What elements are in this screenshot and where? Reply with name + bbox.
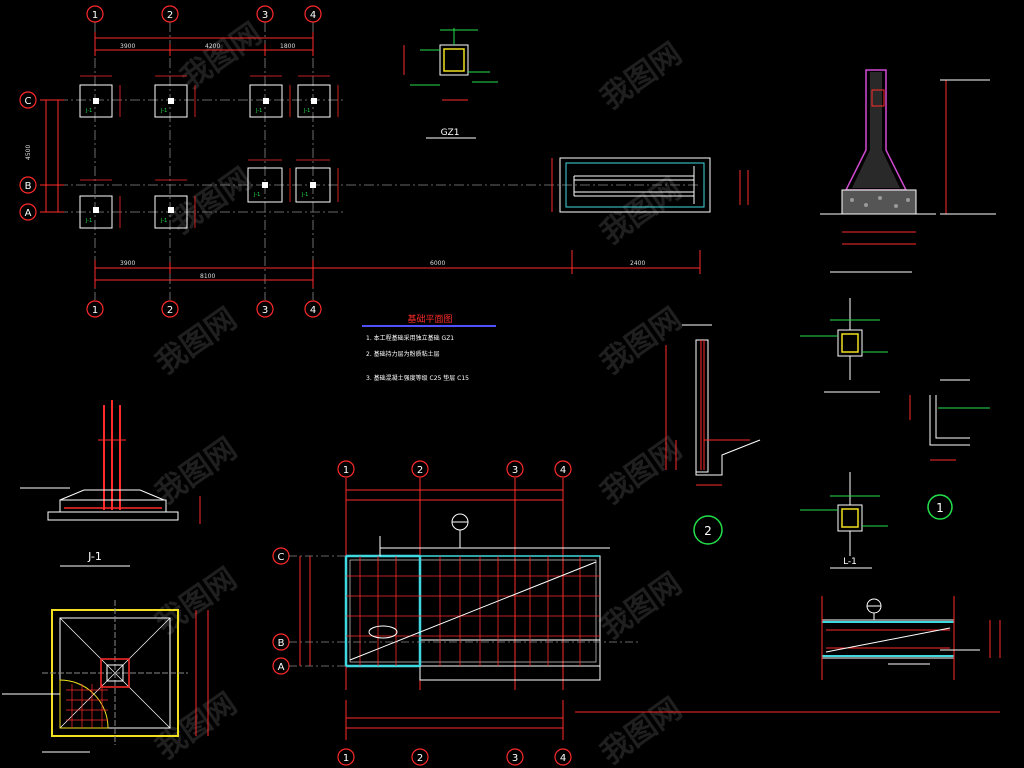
beam-detail-label: L-1	[843, 557, 857, 567]
watermark-text: 我图网	[165, 161, 259, 241]
axis-label-bottom-2: 2	[167, 305, 173, 316]
svg-text:4200: 4200	[205, 43, 220, 50]
slab-axis-label-bottom-3: 3	[512, 753, 518, 764]
slab-axis-label-top-4: 4	[560, 465, 566, 476]
svg-text:4500: 4500	[25, 145, 32, 160]
slab-axis-label-bottom-4: 4	[560, 753, 566, 764]
svg-text:3900: 3900	[120, 43, 135, 50]
watermark-text: 我图网	[595, 36, 689, 116]
svg-text:J-1: J-1	[85, 218, 92, 224]
ground-beam-strip	[551, 157, 749, 213]
svg-text:J-1: J-1	[160, 108, 167, 114]
watermark-text: 我图网	[595, 431, 689, 511]
footing-j1-elevation: J-1	[20, 400, 201, 567]
callout-right-label: 1	[936, 501, 944, 515]
watermark-text: 我图网	[595, 171, 689, 251]
axis-label-b: B	[25, 181, 32, 192]
notes-line-3: 3. 基础混凝土强度等级 C25 垫层 C15	[366, 374, 469, 382]
corner-section-1: 1	[909, 379, 990, 520]
axis-label-top-2: 2	[167, 10, 173, 21]
footing-section-title: J-1	[87, 550, 102, 563]
slab-axis-label-bottom-2: 2	[417, 753, 423, 764]
callout-left-label: 2	[704, 524, 712, 538]
bottom-slab-plan: 1 2 3 4 1 2 3 4 C B A	[272, 460, 1000, 766]
slab-axis-label-c: C	[278, 552, 285, 563]
svg-text:J-1: J-1	[301, 192, 308, 198]
footing-j1-plan	[2, 600, 209, 753]
svg-text:2400: 2400	[630, 260, 645, 267]
slab-axis-label-top-2: 2	[417, 465, 423, 476]
watermark-text: 我图网	[595, 691, 689, 768]
notes-block: 基础平面图 1. 本工程基础采用独立基础 GZ1 2. 基础持力层为粉质粘土层 …	[362, 313, 496, 382]
axis-label-bottom-3: 3	[262, 305, 268, 316]
notes-title: 基础平面图	[407, 313, 452, 325]
notes-line-1: 1. 本工程基础采用独立基础 GZ1	[366, 334, 454, 342]
slab-axis-label-top-1: 1	[343, 465, 349, 476]
column-detail-l1: L-1	[800, 472, 888, 569]
svg-text:J-1: J-1	[160, 218, 167, 224]
svg-text:J-1: J-1	[253, 192, 260, 198]
wall-section-2: 2	[665, 324, 761, 545]
axis-label-bottom-1: 1	[92, 305, 98, 316]
slab-axis-label-a: A	[278, 662, 285, 673]
svg-text:8100: 8100	[200, 273, 215, 280]
watermark-text: 我图网	[595, 301, 689, 381]
axis-label-top-3: 3	[262, 10, 268, 21]
svg-text:J-1: J-1	[85, 108, 92, 114]
slab-axis-label-bottom-1: 1	[343, 753, 349, 764]
beam-elevation	[821, 596, 1001, 680]
axis-label-c: C	[25, 96, 32, 107]
column-detail-title: GZ1	[441, 128, 460, 138]
slab-axis-label-b: B	[278, 638, 285, 649]
svg-text:6000: 6000	[430, 260, 445, 267]
column-detail-gz1: GZ1	[403, 28, 498, 139]
column-detail-right	[800, 298, 888, 393]
svg-text:J-1: J-1	[255, 108, 262, 114]
axis-label-bottom-4: 4	[310, 305, 316, 316]
axis-label-top-4: 4	[310, 10, 316, 21]
axis-label-top-1: 1	[92, 10, 98, 21]
svg-text:J-1: J-1	[303, 108, 310, 114]
wall-foundation-section	[820, 69, 996, 273]
top-foundation-plan: 3900 4200 1800 3900 6000 2400 8100 4500	[19, 5, 749, 318]
svg-text:1800: 1800	[280, 43, 295, 50]
notes-line-2: 2. 基础持力层为粉质粘土层	[366, 350, 440, 358]
watermark-text: 我图网	[595, 566, 689, 646]
svg-text:3900: 3900	[120, 260, 135, 267]
axis-label-a: A	[25, 208, 32, 219]
slab-axis-label-top-3: 3	[512, 465, 518, 476]
